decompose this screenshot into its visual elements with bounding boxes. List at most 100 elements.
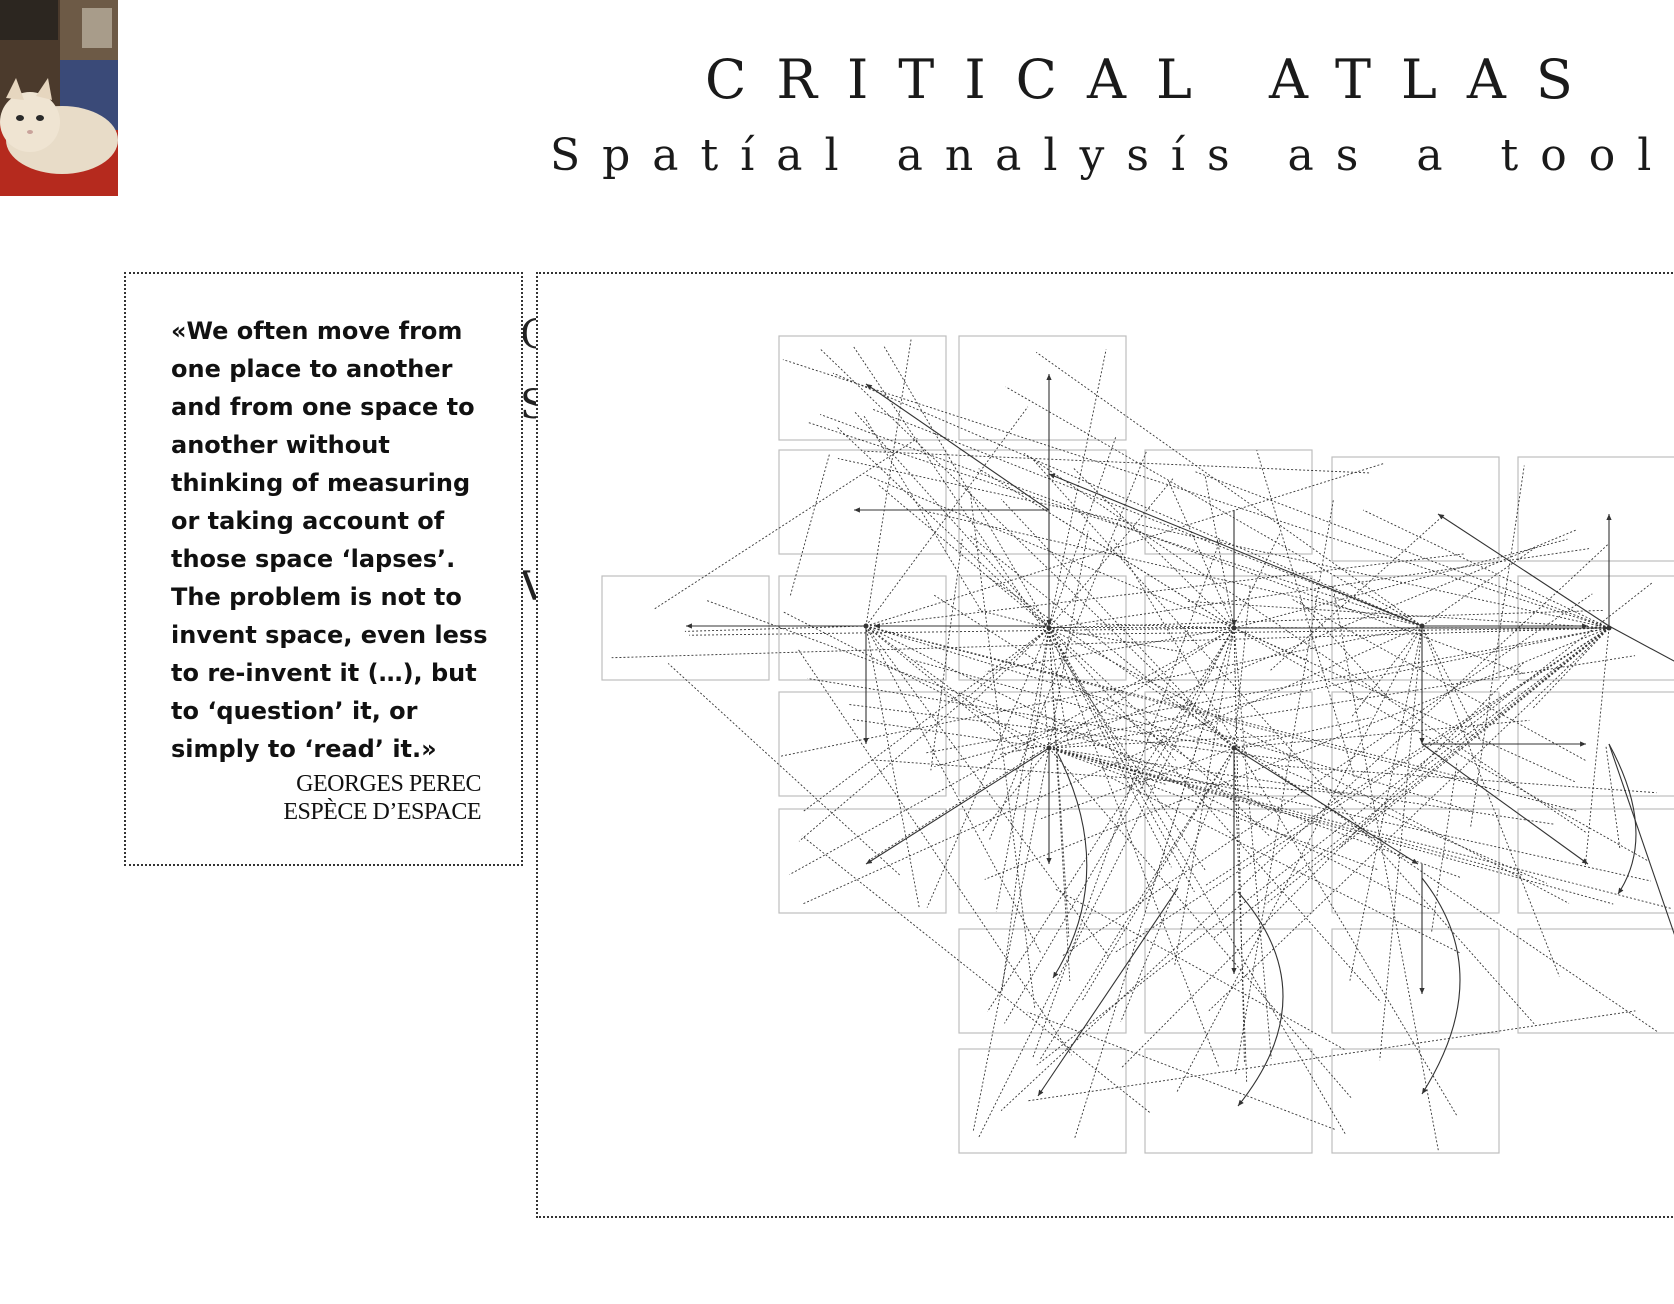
- connection-line: [1531, 627, 1610, 710]
- connection-line: [852, 719, 1050, 749]
- connection-line: [849, 704, 1296, 762]
- connection-line: [1062, 593, 1593, 956]
- grid-cell: [778, 335, 947, 441]
- connection-line: [1265, 627, 1610, 905]
- curved-connection-arrow: [1421, 877, 1461, 1095]
- curved-connection-arrow: [1052, 753, 1088, 979]
- page-subtitle: Spatíal analysís as a tool for: [550, 130, 1674, 181]
- connection-line: [789, 452, 831, 596]
- connection-line: [1584, 627, 1610, 865]
- connection-line: [1048, 627, 1220, 1068]
- connection-line: [1421, 547, 1536, 627]
- connection-line: [1048, 478, 1174, 629]
- connection-line: [1204, 627, 1610, 887]
- connection-line: [1233, 747, 1548, 884]
- connection-line: [969, 534, 1235, 749]
- connection-line: [1107, 775, 1461, 954]
- connection-arrow: [865, 747, 1050, 865]
- network-node: [1231, 745, 1237, 751]
- connection-line: [877, 483, 1050, 629]
- connection-line: [987, 627, 1235, 1013]
- network-node: [1231, 625, 1237, 631]
- connection-line: [1350, 625, 1423, 718]
- connection-line: [706, 600, 1462, 879]
- connection-line: [779, 625, 1423, 757]
- connection-line: [1233, 627, 1649, 862]
- quote-attribution: GEORGES PEREC ESPÈCE D’ESPACE: [283, 770, 481, 826]
- connection-arrow: [865, 383, 1050, 511]
- connection-line: [1208, 627, 1610, 1012]
- connection-line: [802, 627, 1050, 813]
- connection-line: [865, 462, 1385, 627]
- connection-line: [995, 627, 1050, 912]
- connection-line: [1272, 764, 1657, 794]
- connection-line: [1048, 627, 1184, 653]
- grid-cell: [958, 335, 1127, 441]
- connection-line: [872, 408, 1423, 627]
- connection-line: [1421, 625, 1481, 741]
- connection-line: [1023, 452, 1586, 833]
- grid-cell: [958, 1048, 1127, 1154]
- connection-line: [1048, 747, 1525, 876]
- connection-line: [801, 835, 1150, 1113]
- connection-line: [1290, 598, 1586, 761]
- curved-connection-arrow: [1608, 743, 1637, 895]
- connection-line: [865, 625, 1475, 813]
- connection-line: [977, 609, 1050, 629]
- connection-arrow: [1037, 887, 1179, 1097]
- grid-cell: [778, 575, 947, 681]
- connection-line: [1430, 763, 1458, 934]
- network-node: [1046, 625, 1052, 631]
- connection-line: [1340, 627, 1610, 848]
- connection-line: [1194, 470, 1610, 629]
- connection-line: [1004, 627, 1235, 1024]
- connection-line: [852, 345, 1206, 871]
- avatar[interactable]: [0, 0, 118, 196]
- connection-line: [1379, 625, 1423, 1061]
- connection-line: [972, 747, 1050, 1133]
- connection-line: [865, 625, 1021, 753]
- connection-line: [1081, 747, 1235, 1002]
- connection-line: [1048, 747, 1652, 882]
- connection-line: [1233, 717, 1372, 749]
- connection-line: [1120, 747, 1235, 1023]
- grid-cell: [958, 808, 1127, 914]
- connection-line: [969, 491, 1036, 1008]
- quote-source: ESPÈCE D’ESPACE: [283, 799, 481, 825]
- connection-line: [807, 421, 1423, 627]
- connection-line: [1048, 627, 1070, 937]
- connection-line: [1055, 516, 1235, 629]
- quote-author: GEORGES PEREC: [296, 771, 481, 797]
- connection-line: [1048, 747, 1168, 786]
- connection-line: [865, 625, 1042, 955]
- connection-line: [1048, 747, 1672, 910]
- spatial-network-diagram: [601, 335, 1674, 1154]
- connection-line: [1048, 655, 1636, 749]
- connection-line: [1186, 600, 1610, 629]
- connection-line: [1299, 600, 1391, 701]
- connection-line: [865, 474, 1235, 629]
- connection-line: [865, 625, 1431, 910]
- connection-line: [1048, 747, 1614, 905]
- connection-line: [1417, 627, 1610, 772]
- connection-line: [1048, 436, 1117, 629]
- connection-line: [865, 406, 1029, 627]
- grid-cell: [778, 691, 947, 797]
- grid-cell: [1144, 928, 1313, 1034]
- connection-line: [1076, 627, 1610, 635]
- connection-line: [1036, 582, 1653, 1066]
- grid-cell: [1517, 928, 1674, 1034]
- connection-line: [798, 649, 1072, 1056]
- grid-cell: [958, 449, 1127, 555]
- connection-line: [1233, 538, 1568, 629]
- quote-panel: «We often move from one place to another…: [124, 272, 523, 866]
- connection-line: [1349, 625, 1423, 981]
- grid-cell: [1144, 808, 1313, 914]
- connection-arrow: [1421, 743, 1589, 865]
- connection-line: [1048, 627, 1071, 982]
- connection-line: [985, 627, 1235, 673]
- connection-line: [1048, 349, 1107, 629]
- connection-arrow: [1048, 473, 1423, 627]
- connection-line: [1048, 548, 1590, 629]
